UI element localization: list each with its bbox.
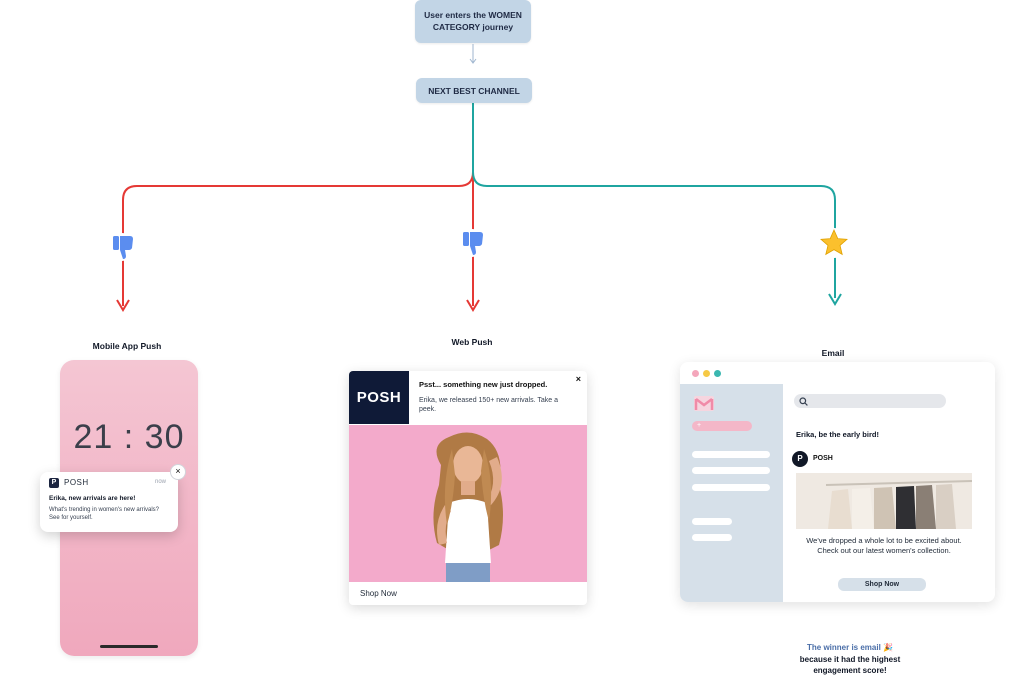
branch-mobile	[122, 103, 474, 306]
thumbs-down-icon	[108, 233, 136, 261]
posh-logo-icon: P	[792, 451, 808, 467]
branch-mobile-arrowhead	[116, 299, 130, 312]
shop-now-button[interactable]: Shop Now	[838, 578, 926, 591]
notification-body: What's trending in women's new arrivals?…	[49, 507, 160, 521]
mobile-push-notification[interactable]: P POSH now Erika, new arrivals are here!…	[40, 472, 178, 532]
window-dot-red	[692, 370, 699, 377]
winner-line-2: because it had the highest	[799, 654, 901, 664]
web-push-title: Psst... something new just dropped.	[419, 380, 548, 389]
email-greeting: Erika, be the early bird!	[796, 430, 879, 439]
winner-line-1: The winner is email 🎉	[807, 643, 893, 652]
email-copy: We've dropped a whole lot to be excited …	[806, 536, 962, 556]
email-window: + Erika, be the early bird! P POSH We've…	[680, 362, 995, 602]
winner-line-3: engagement score!	[813, 666, 887, 676]
thumbs-down-icon	[458, 229, 486, 257]
hero-image	[349, 425, 587, 582]
email-brand: POSH	[813, 455, 833, 462]
notification-title: Erika, new arrivals are here!	[49, 495, 136, 502]
compose-button[interactable]: +	[692, 421, 752, 431]
shop-now-button[interactable]: Shop Now	[360, 589, 397, 598]
start-to-decision-arrowhead	[469, 58, 477, 64]
start-node: User enters the WOMEN CATEGORY journey	[415, 0, 531, 43]
notification-brand: POSH	[64, 478, 89, 487]
winner-caption: The winner is email 🎉 because it had the…	[760, 642, 940, 677]
web-push-body: Erika, we released 150+ new arrivals. Ta…	[419, 397, 558, 414]
lock-screen-clock: 21 : 30	[73, 418, 185, 456]
decision-node-text: NEXT BEST CHANNEL	[428, 85, 520, 96]
notification-time: now	[154, 479, 166, 485]
start-node-text: User enters the WOMEN CATEGORY journey	[424, 10, 522, 32]
star-icon	[819, 228, 849, 258]
email-channel-label: Email	[821, 348, 845, 358]
sidebar-item[interactable]	[692, 467, 770, 474]
web-push-card[interactable]: POSH Psst... something new just dropped.…	[349, 371, 587, 605]
posh-logo: POSH	[349, 371, 409, 424]
close-icon[interactable]: ×	[575, 374, 581, 384]
sidebar-item[interactable]	[692, 534, 732, 541]
search-icon	[799, 397, 808, 406]
branch-email-arrowhead	[828, 293, 842, 306]
sidebar-item[interactable]	[692, 451, 770, 458]
sidebar-item[interactable]	[692, 518, 732, 525]
mobile-channel-label: Mobile App Push	[92, 341, 162, 351]
search-input[interactable]	[794, 394, 946, 408]
branch-email	[472, 103, 836, 298]
gmail-icon	[694, 396, 714, 411]
branch-web-arrowhead	[466, 299, 480, 312]
posh-app-icon: P	[49, 478, 59, 488]
decision-node: NEXT BEST CHANNEL	[416, 78, 532, 103]
sidebar-item[interactable]	[692, 484, 770, 491]
window-dot-yellow	[703, 370, 710, 377]
clothing-rack-image	[796, 473, 972, 529]
web-channel-label: Web Push	[451, 337, 493, 347]
close-icon[interactable]: ×	[170, 464, 186, 480]
home-indicator	[100, 645, 158, 648]
email-sidebar: +	[680, 384, 783, 602]
window-dot-teal	[714, 370, 721, 377]
